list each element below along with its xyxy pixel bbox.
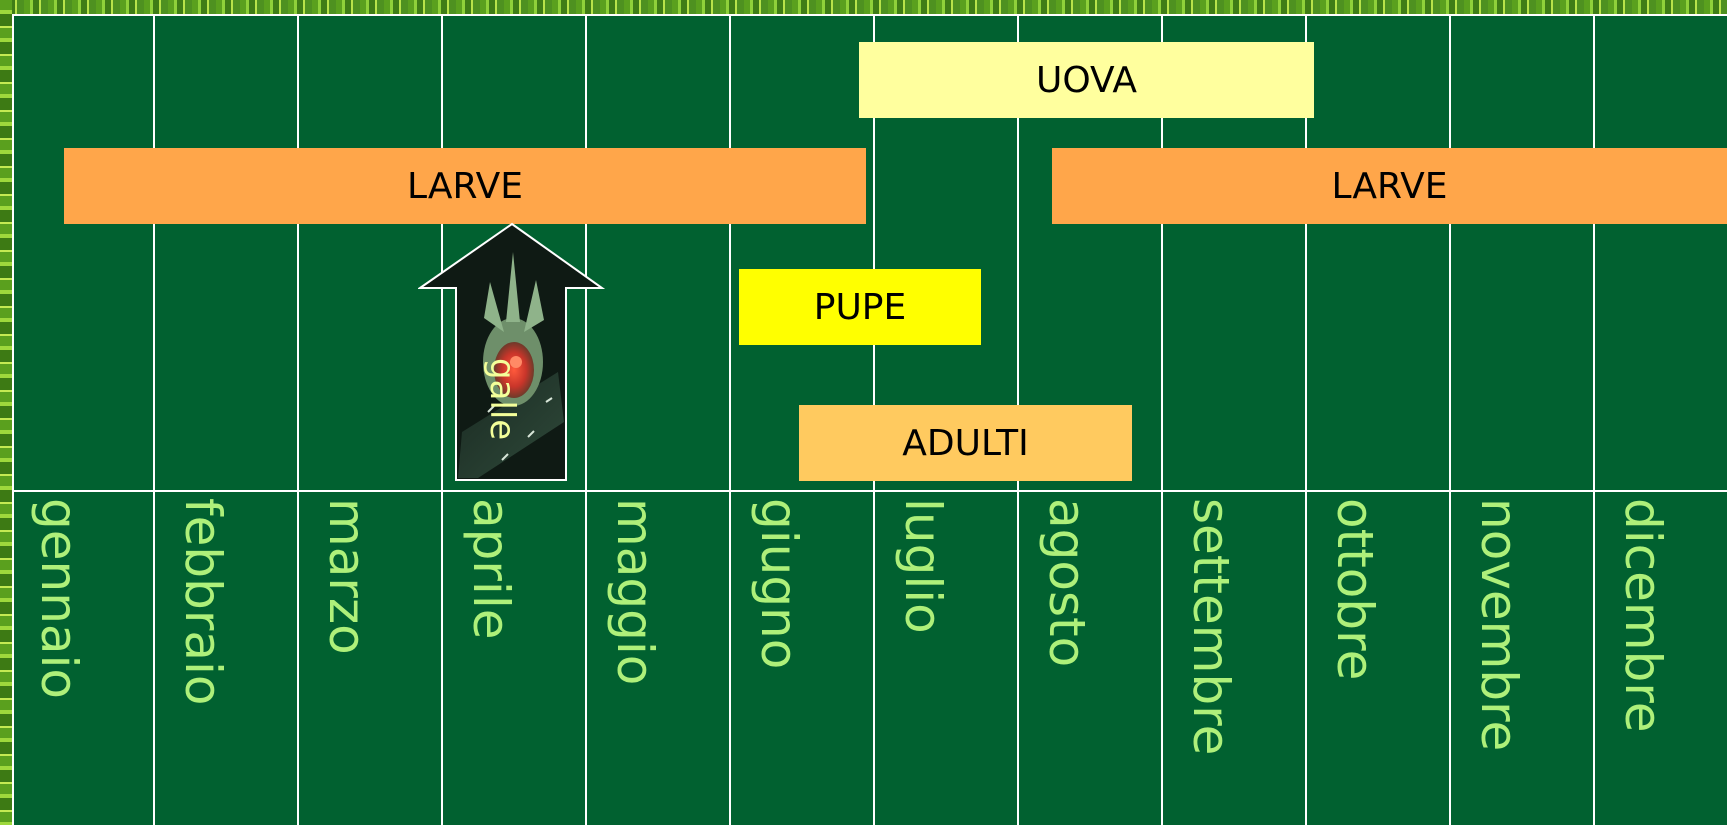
grass-background-top	[0, 0, 1727, 14]
gall-photo	[458, 252, 564, 478]
month-label-agosto: agosto	[1038, 498, 1096, 668]
phase-bar-uova: UOVA	[859, 42, 1314, 118]
grid-line	[1161, 14, 1163, 825]
grid-line	[585, 14, 587, 825]
month-label-gennaio: gennaio	[30, 498, 88, 700]
month-label-marzo: marzo	[318, 498, 376, 655]
row-separator	[12, 490, 1727, 492]
month-label-dicembre: dicembre	[1614, 498, 1672, 733]
month-label-settembre: settembre	[1182, 498, 1240, 756]
gall-photo-icon	[418, 222, 606, 481]
galle-label: galle	[482, 358, 522, 441]
grid-line	[297, 14, 299, 825]
phase-label-pupe: PUPE	[813, 286, 907, 328]
grid-line	[153, 14, 155, 825]
grid-line	[441, 14, 443, 825]
month-label-giugno: giugno	[750, 498, 808, 670]
month-label-aprile: aprile	[462, 498, 520, 640]
month-label-febbraio: febbraio	[174, 498, 232, 706]
month-label-luglio: luglio	[894, 498, 952, 634]
phase-label-uova: UOVA	[1035, 59, 1137, 101]
month-label-ottobre: ottobre	[1326, 498, 1384, 681]
grid-line	[1593, 14, 1595, 825]
grid-line	[729, 14, 731, 825]
grass-background-left	[0, 0, 12, 825]
phase-label-larve-autumn: LARVE	[1331, 165, 1448, 207]
phase-bar-adulti: ADULTI	[799, 405, 1132, 481]
month-label-novembre: novembre	[1470, 498, 1528, 752]
phase-bar-larve-autumn: LARVE	[1052, 148, 1727, 224]
phase-bar-larve-spring: LARVE	[64, 148, 866, 224]
phase-label-adulti: ADULTI	[902, 422, 1029, 464]
month-label-maggio: maggio	[606, 498, 664, 686]
phase-bar-pupe: PUPE	[739, 269, 981, 345]
grid-line	[1305, 14, 1307, 825]
phase-label-larve-spring: LARVE	[407, 165, 523, 207]
grid-line	[1449, 14, 1451, 825]
